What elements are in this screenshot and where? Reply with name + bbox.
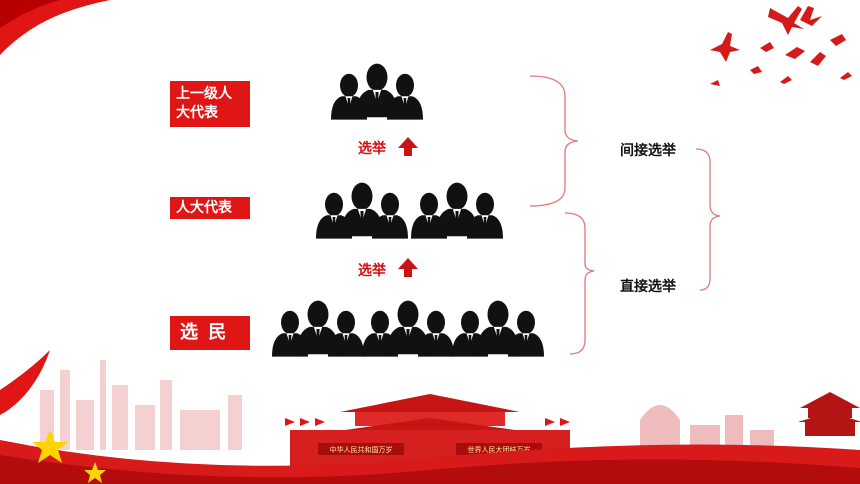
indirect-brace bbox=[529, 75, 579, 207]
person-group-icon bbox=[272, 300, 364, 357]
gate-left-banner: 中华人民共和国万岁 bbox=[330, 445, 393, 454]
star-icon bbox=[84, 462, 106, 483]
person-group-icon bbox=[316, 182, 408, 239]
voters-label: 选 民 bbox=[170, 316, 250, 350]
person-group-icon bbox=[452, 300, 544, 357]
elect-lower-label: 选举 bbox=[358, 263, 386, 279]
up-arrow-icon bbox=[398, 258, 418, 277]
doves-decoration bbox=[710, 6, 852, 86]
star-icon bbox=[32, 430, 68, 463]
person-group-icon bbox=[331, 63, 423, 120]
gate-right-banner: 世界人民大团结万岁 bbox=[468, 445, 531, 454]
upper-rep-label: 上一级人 大代表 bbox=[170, 81, 250, 127]
direct-brace bbox=[564, 212, 595, 355]
up-arrow-icon bbox=[398, 137, 418, 156]
person-group-icon bbox=[362, 300, 454, 357]
outer-brace bbox=[695, 148, 721, 291]
rep-label: 人大代表 bbox=[170, 197, 250, 219]
indirect-election-label: 间接选举 bbox=[620, 143, 676, 159]
direct-election-label: 直接选举 bbox=[620, 279, 676, 295]
person-group-icon bbox=[411, 182, 503, 239]
elect-upper-label: 选举 bbox=[358, 141, 386, 157]
temple-of-heaven-icon bbox=[798, 392, 860, 436]
top-left-swoosh bbox=[0, 0, 110, 55]
bottom-decoration: 中华人民共和国万岁 世界人民大团结万岁 bbox=[0, 350, 860, 484]
